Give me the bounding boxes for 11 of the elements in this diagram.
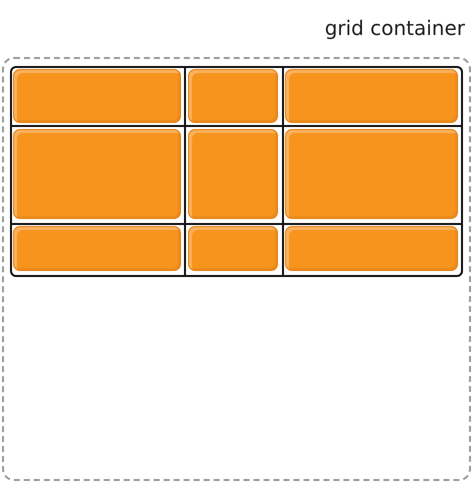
grid-item	[13, 69, 181, 123]
container-label: grid container	[324, 16, 465, 40]
grid-item	[188, 129, 278, 219]
grid-item	[188, 69, 278, 123]
grid-outline	[10, 66, 463, 277]
grid-item	[285, 69, 458, 123]
grid-item	[13, 129, 181, 219]
grid-item	[285, 129, 458, 219]
grid-item	[285, 226, 458, 271]
grid-item	[13, 226, 181, 271]
grid-item	[188, 226, 278, 271]
